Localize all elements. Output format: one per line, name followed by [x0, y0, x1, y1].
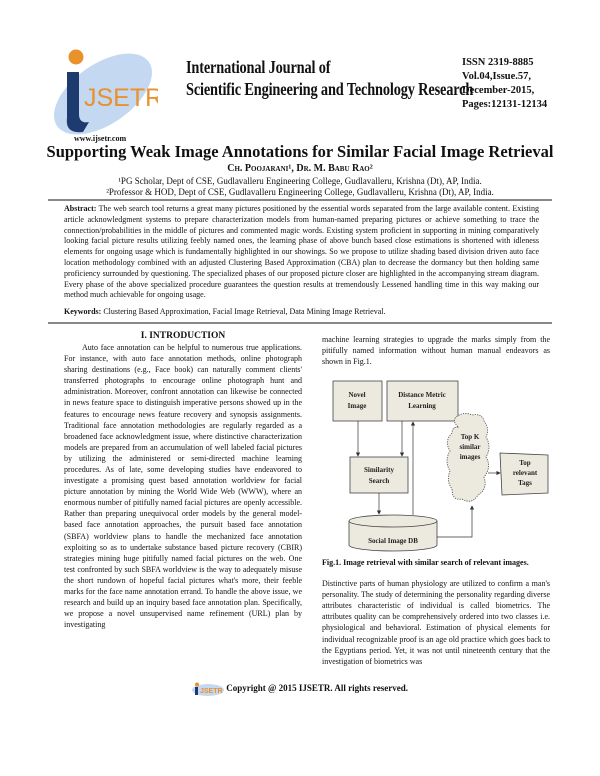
- svg-text:JSETR: JSETR: [84, 84, 158, 112]
- fig-label: similar: [460, 443, 481, 451]
- intro-paragraph: Auto face annotation can be helpful to n…: [64, 342, 302, 630]
- volume: Vol.04,Issue.57,: [462, 71, 532, 82]
- section-heading: I. INTRODUCTION: [140, 330, 226, 341]
- abstract: Abstract: The web search tool returns a …: [64, 204, 539, 301]
- fig-label: Similarity: [364, 466, 394, 474]
- fig-label: Top: [519, 459, 531, 467]
- fig-label: relevant: [513, 469, 538, 477]
- journal-line-2: Scientific Engineering and Technology Re…: [186, 79, 474, 99]
- keywords: Keywords: Clustering Based Approximation…: [64, 307, 539, 318]
- website-url[interactable]: www.ijsetr.com: [74, 134, 127, 143]
- figure-1-diagram: Novel Image Distance Metric Learning Sim…: [332, 380, 549, 552]
- abstract-label: Abstract:: [64, 204, 97, 213]
- footer-logo: JSETR: [192, 682, 225, 696]
- fig-label: Top K: [461, 433, 480, 441]
- paragraph: Distinctive parts of human physiology ar…: [322, 579, 550, 666]
- distance-metric-box: [386, 380, 459, 422]
- fig-label: Novel: [348, 391, 365, 399]
- issn: ISSN 2319-8885: [462, 57, 534, 68]
- issue-info: ISSN 2319-8885 Vol.04,Issue.57, December…: [462, 56, 547, 112]
- fig-label: Learning: [408, 402, 436, 410]
- date: December-2015,: [462, 85, 535, 96]
- copyright: Copyright @ 2015 IJSETR. All rights rese…: [226, 682, 408, 693]
- journal-line-1: International Journal of: [186, 57, 331, 77]
- keywords-label: Keywords:: [64, 307, 102, 317]
- paper-title: Supporting Weak Image Annotations for Si…: [46, 142, 554, 161]
- body-flow: Abstract: The web search tool returns a …: [48, 204, 552, 696]
- right-column: machine learning strategies to upgrade t…: [322, 330, 550, 667]
- columns: I. INTRODUCTION Auto face annotation can…: [48, 330, 552, 667]
- fig-label: Social Image DB: [368, 537, 418, 545]
- fig-label: Search: [369, 477, 390, 485]
- affiliation-1: ¹PG Scholar, Dept of CSE, Gudlavalleru E…: [118, 176, 482, 186]
- affiliation-2: ²Professor & HOD, Dept of CSE, Gudlavall…: [106, 187, 494, 197]
- top-tags-box: [499, 452, 549, 496]
- svg-text:JSETR: JSETR: [200, 688, 223, 695]
- journal-name: International Journal of Scientific Engi…: [186, 56, 473, 100]
- intro-paragraph-continued: machine learning strategies to upgrade t…: [322, 334, 550, 367]
- abstract-text: The web search tool returns a great many…: [64, 204, 540, 300]
- keywords-text: Clustering Based Approximation, Facial I…: [103, 307, 386, 317]
- fig-label: Image: [348, 402, 367, 410]
- novel-image-box: [332, 380, 383, 422]
- authors: Ch. Poojarani¹, Dr. M. Babu Rao²: [227, 163, 373, 174]
- divider: [48, 321, 552, 324]
- database-cylinder: [348, 521, 438, 552]
- fig-label: Distance Metric: [398, 391, 446, 399]
- divider: [48, 199, 552, 201]
- fig-label: Tags: [518, 479, 532, 487]
- footer: JSETR Copyright @ 2015 IJSETR. All right…: [48, 681, 552, 696]
- fig-label: images: [460, 453, 481, 461]
- pages: Pages:12131-12134: [462, 99, 548, 110]
- figure-caption: Fig.1. Image retrieval with similar sear…: [322, 558, 529, 568]
- left-column: I. INTRODUCTION Auto face annotation can…: [64, 330, 302, 667]
- similarity-search-box: [349, 456, 409, 494]
- ijsetr-logo: JSETR: [54, 49, 158, 135]
- top-k-cloud: [446, 413, 490, 502]
